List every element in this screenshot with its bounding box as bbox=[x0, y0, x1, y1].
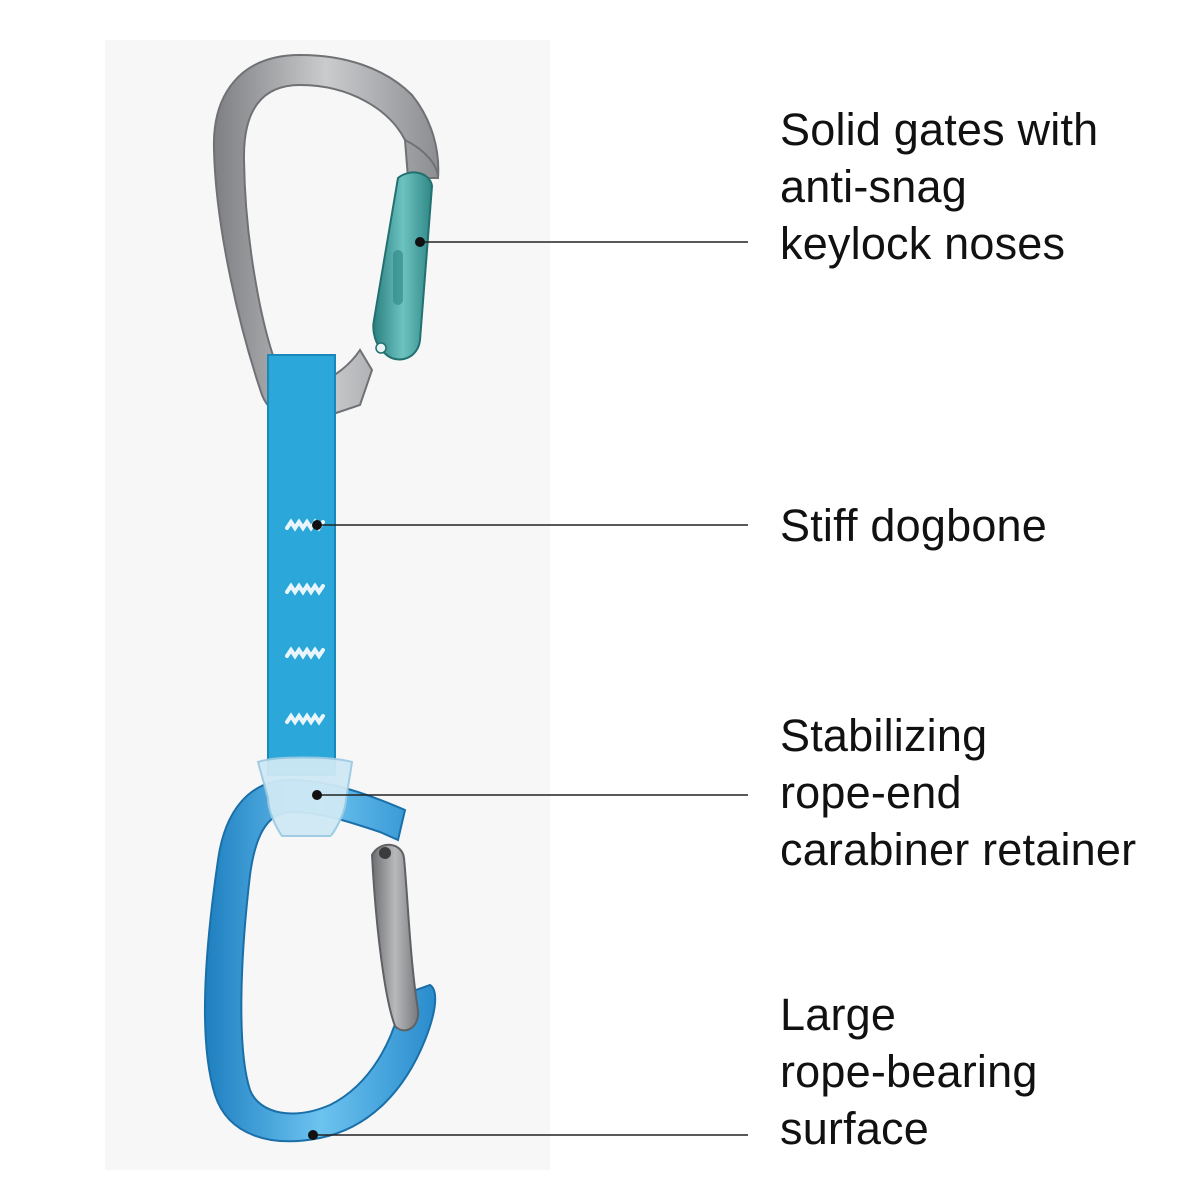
leader-surface bbox=[308, 1130, 748, 1140]
retainer-icon bbox=[256, 756, 354, 837]
callout-gates: Solid gates with anti-snag keylock noses bbox=[780, 104, 1099, 269]
leader-gates bbox=[415, 237, 748, 247]
leader-lines bbox=[308, 237, 748, 1140]
callout-dogbone: Stiff dogbone bbox=[780, 500, 1047, 551]
leader-dogbone bbox=[312, 520, 748, 530]
keylock-gate-icon bbox=[372, 171, 434, 361]
callout-retainer: Stabilizing rope-end carabiner retainer bbox=[780, 710, 1137, 875]
carabiner-top-icon bbox=[212, 53, 440, 421]
callout-surface: Large rope-bearing surface bbox=[780, 989, 1038, 1154]
bent-gate-icon bbox=[370, 843, 420, 1032]
dogbone-sling-icon bbox=[267, 354, 336, 776]
leader-retainer bbox=[312, 790, 748, 800]
